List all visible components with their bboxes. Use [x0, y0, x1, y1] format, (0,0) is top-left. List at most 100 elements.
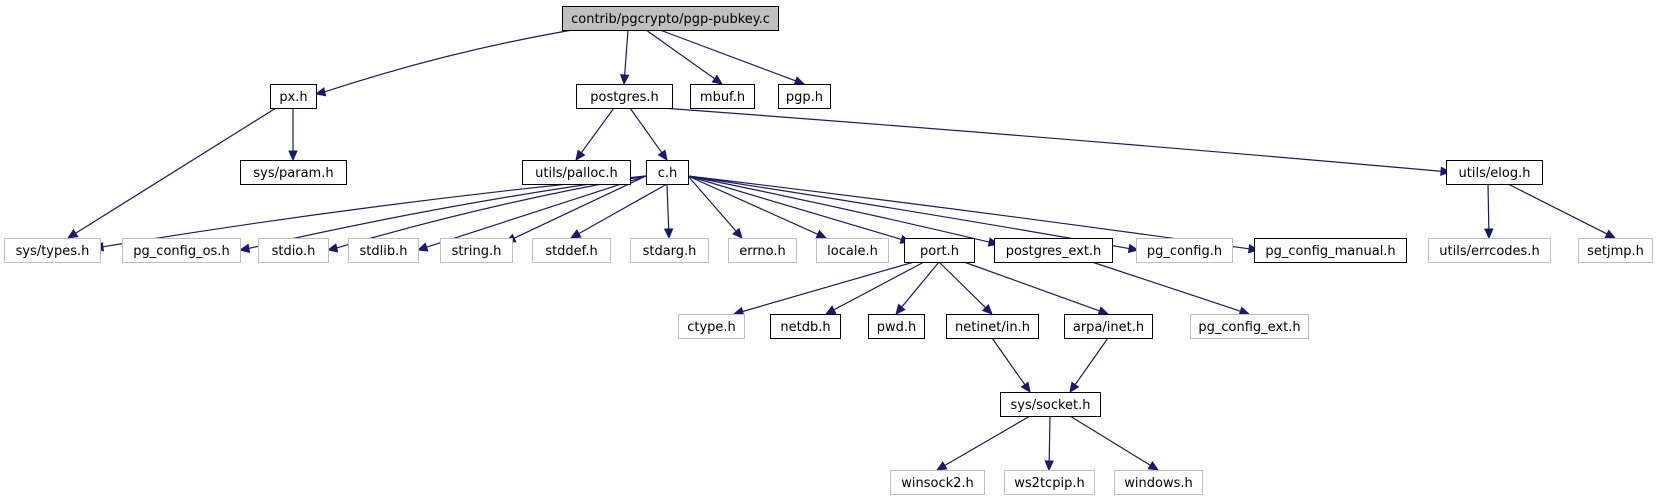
arrowhead	[288, 150, 298, 162]
node-label: arpa/inet.h	[1073, 320, 1144, 335]
node-label: ws2tcpip.h	[1014, 476, 1084, 491]
node-pwd-h[interactable]: pwd.h	[868, 314, 925, 339]
node-stdlib-h: stdlib.h	[348, 238, 419, 263]
node-label: utils/palloc.h	[535, 166, 618, 181]
node-label: locale.h	[827, 244, 878, 259]
node-label: windows.h	[1124, 476, 1192, 491]
edge-root-to-pgp	[659, 29, 796, 82]
node-label: postgres_ext.h	[1006, 244, 1102, 259]
node-box	[4, 238, 101, 263]
node-postgres-h[interactable]: postgres.h	[576, 84, 673, 109]
edges-layer	[66, 29, 1617, 472]
node-stdarg-h: stdarg.h	[630, 238, 709, 263]
node-arpa-inet-h[interactable]: arpa/inet.h	[1064, 314, 1153, 339]
nodes-layer: contrib/pgcrypto/pgp-pubkey.c px.h postgre…	[4, 6, 1653, 495]
node-sys-socket-h[interactable]: sys/socket.h	[1000, 392, 1101, 417]
node-box	[630, 238, 709, 263]
node-box	[522, 160, 631, 185]
node-box	[778, 84, 831, 109]
edge-port-to-netinetin	[938, 261, 986, 309]
node-label: errno.h	[739, 244, 786, 259]
arrowhead	[657, 149, 668, 162]
node-label: stddef.h	[545, 244, 597, 259]
edge-postgresext-to-pgconfigext	[1091, 261, 1241, 312]
node-box	[348, 238, 419, 263]
edge-arpainet-to-syssocket	[1074, 337, 1109, 385]
arrowhead	[1097, 306, 1110, 316]
node-box	[562, 6, 779, 31]
node-box	[1190, 314, 1309, 339]
node-c-h[interactable]: c.h	[646, 160, 689, 185]
node-box	[1446, 160, 1543, 185]
node-box	[994, 238, 1113, 263]
node-label: stdlib.h	[360, 244, 408, 259]
node-box	[728, 238, 797, 263]
node-errno-h: errno.h	[728, 238, 797, 263]
edge-port-to-netdb	[833, 261, 925, 311]
node-box	[1136, 238, 1233, 263]
edge-postgres-to-ch	[629, 107, 663, 154]
node-label: ctype.h	[687, 320, 736, 335]
node-box	[890, 470, 985, 495]
arrowhead	[935, 461, 948, 471]
arrowhead	[1238, 306, 1251, 316]
node-label: stdio.h	[272, 244, 316, 259]
node-pg-config-manual-h[interactable]: pg_config_manual.h	[1254, 238, 1407, 263]
arrowhead	[416, 242, 429, 252]
node-utils-palloc-h[interactable]: utils/palloc.h	[522, 160, 631, 185]
node-label: sys/socket.h	[1010, 398, 1090, 413]
node-label: px.h	[279, 90, 307, 105]
arrowhead	[815, 229, 828, 239]
node-utils-elog-h[interactable]: utils/elog.h	[1446, 160, 1543, 185]
arrowhead	[238, 243, 251, 253]
arrowhead	[1440, 166, 1452, 176]
edge-ch-to-stdlib	[426, 175, 647, 248]
node-windows-h: windows.h	[1114, 470, 1203, 495]
node-box	[904, 238, 975, 263]
node-netdb-h[interactable]: netdb.h	[770, 314, 841, 339]
arrowhead	[1484, 228, 1494, 240]
edge-ch-to-errno	[687, 175, 737, 232]
node-box	[770, 314, 841, 339]
arrowhead	[314, 87, 327, 97]
node-winsock2-h: winsock2.h	[890, 470, 985, 495]
edge-root-to-postgres	[624, 29, 629, 76]
node-box	[1578, 238, 1653, 263]
arrowhead	[711, 74, 724, 85]
node-px-h[interactable]: px.h	[270, 84, 317, 109]
arrowhead	[824, 305, 837, 315]
node-pg-config-h: pg_config.h	[1136, 238, 1233, 263]
node-string-h: string.h	[440, 238, 513, 263]
arrowhead	[326, 243, 339, 253]
arrowhead	[619, 74, 630, 86]
arrowhead	[981, 303, 993, 315]
node-label: pgp.h	[786, 90, 823, 105]
edge-port-to-pwd	[901, 261, 940, 308]
edge-ch-to-stdio	[336, 175, 647, 249]
arrowhead	[1604, 229, 1617, 239]
edge-port-to-ctype	[742, 261, 915, 313]
edge-ch-to-locale	[687, 175, 819, 235]
node-box	[646, 160, 689, 185]
node-sys-param-h[interactable]: sys/param.h	[240, 160, 347, 185]
node-port-h[interactable]: port.h	[904, 238, 975, 263]
node-box	[1428, 238, 1551, 263]
node-pgp-h[interactable]: pgp.h	[778, 84, 831, 109]
node-netinet-in-h[interactable]: netinet/in.h	[946, 314, 1039, 339]
node-postgres-ext-h[interactable]: postgres_ext.h	[994, 238, 1113, 263]
node-label: winsock2.h	[901, 476, 974, 491]
node-mbuf-h[interactable]: mbuf.h	[690, 84, 755, 109]
node-box	[122, 238, 241, 263]
node-contrib-pgcrypto-pgp-pubkey-c[interactable]: contrib/pgcrypto/pgp-pubkey.c	[562, 6, 779, 31]
node-sys-types-h: sys/types.h	[4, 238, 101, 263]
node-label: pg_config_manual.h	[1265, 244, 1395, 259]
arrowhead	[66, 228, 79, 239]
edge-postgres-to-elog	[661, 107, 1442, 172]
node-box	[240, 160, 347, 185]
node-label: pwd.h	[877, 320, 917, 335]
node-box	[440, 238, 513, 263]
node-label: postgres.h	[590, 90, 659, 105]
edge-syssocket-to-windows	[1069, 415, 1151, 466]
node-label: c.h	[658, 166, 678, 181]
